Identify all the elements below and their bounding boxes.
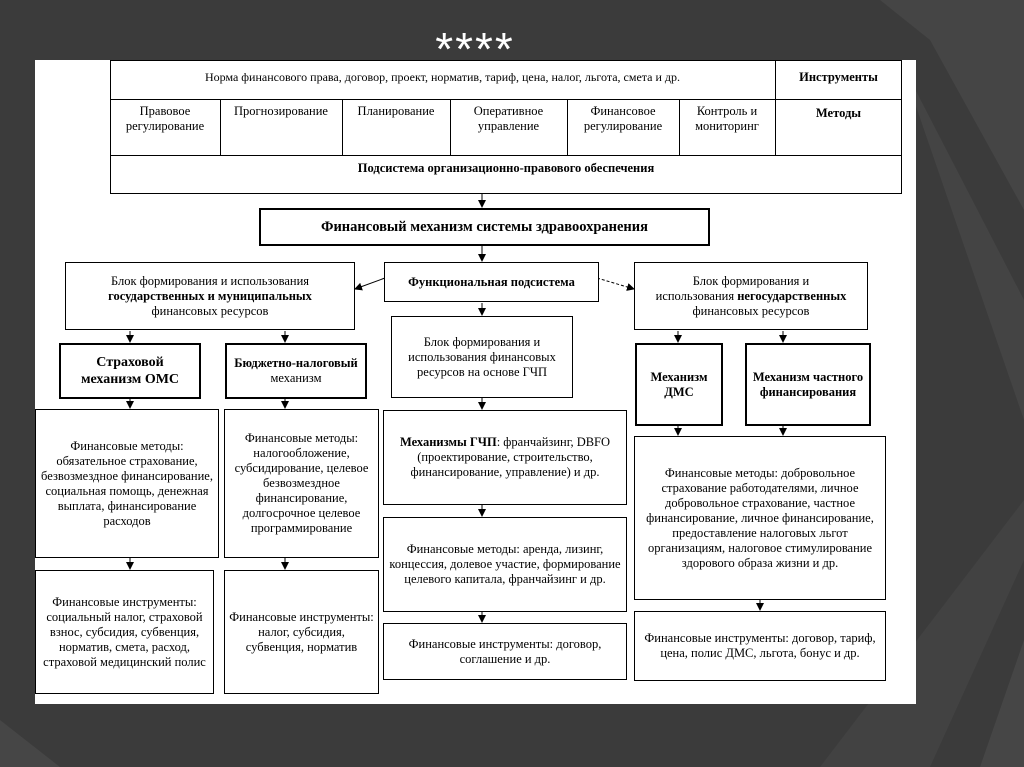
oms-insurance-mechanism: Страховой механизм ОМС (59, 343, 201, 399)
table-divider (775, 60, 776, 156)
ppp-mechanisms-rest: : франчайзинг, DBFO (проектирование, стр… (410, 435, 611, 479)
ppp-mechanisms-bold: Механизмы ГЧП (399, 435, 497, 449)
left-block-line2: государственных и муниципальных (108, 288, 312, 303)
ppp-resources-block: Блок формирования и использования финанс… (391, 316, 573, 398)
table-divider (450, 100, 451, 156)
functional-subsystem: Функциональная подсистема (384, 262, 599, 302)
top-table (110, 60, 902, 194)
dms-mechanism: Механизм ДМС (635, 343, 723, 426)
left-block-state-resources: Блок формирования и использования госуда… (65, 262, 355, 330)
method-legal-regulation: Правовое регулирование (125, 104, 205, 133)
method-control-monitoring: Контроль и мониторинг (695, 104, 759, 133)
table-divider (110, 99, 902, 100)
methods-label: Методы (815, 106, 862, 120)
table-divider (567, 100, 568, 156)
org-legal-subsystem: Подсистема организационно-правового обес… (357, 161, 655, 175)
private-financial-methods: Финансовые методы: добровольное страхова… (634, 436, 886, 600)
method-operational-management: Оперативное управление (473, 104, 544, 133)
left-block-line1: Блок формирования и использования (110, 273, 310, 288)
oms-financial-instruments: Финансовые инструменты: социальный налог… (35, 570, 214, 694)
private-financing-mechanism: Механизм частного финансирования (745, 343, 871, 426)
right-block-nonstate-resources: Блок формирования и использования негосу… (634, 262, 868, 330)
budget-bold: Бюджетно-налоговый (234, 356, 358, 370)
left-block-line3: финансовых ресурсов (151, 303, 269, 318)
budget-financial-methods: Финансовые методы: налогообложение, субс… (224, 409, 379, 558)
connector-arrows (126, 194, 787, 623)
ppp-financial-methods: Финансовые методы: аренда, лизинг, конце… (383, 517, 627, 612)
instruments-row: Норма финансового права, договор, проект… (204, 70, 681, 84)
diagram-document: Норма финансового права, договор, проект… (35, 60, 916, 704)
slide-title: **** (435, 26, 515, 66)
private-financial-instruments: Финансовые инструменты: договор, тариф, … (634, 611, 886, 681)
budget-financial-instruments: Финансовые инструменты: налог, субсидия,… (224, 570, 379, 694)
method-financial-regulation: Финансовое регулирование (583, 104, 663, 133)
ppp-mechanisms: Механизмы ГЧП: франчайзинг, DBFO (проект… (383, 410, 627, 505)
right-block-line2a: использования (655, 288, 738, 303)
ppp-financial-instruments: Финансовые инструменты: договор, соглаше… (383, 623, 627, 680)
budget-rest: механизм (270, 371, 322, 385)
instruments-label: Инструменты (799, 70, 878, 84)
right-block-line3: финансовых ресурсов (692, 303, 810, 318)
oms-financial-methods: Финансовые методы: обязательное страхова… (35, 409, 219, 558)
budget-tax-mechanism: Бюджетно-налоговый механизм (225, 343, 367, 399)
method-forecasting: Прогнозирование (234, 104, 328, 118)
table-divider (679, 100, 680, 156)
table-divider (342, 100, 343, 156)
right-block-line2b: негосударственных (737, 288, 847, 303)
mechanism-title: Финансовый механизм системы здравоохране… (259, 208, 710, 246)
table-divider (220, 100, 221, 156)
method-planning: Планирование (357, 104, 435, 118)
right-block-line1: Блок формирования и (692, 273, 810, 288)
table-divider (110, 155, 902, 156)
